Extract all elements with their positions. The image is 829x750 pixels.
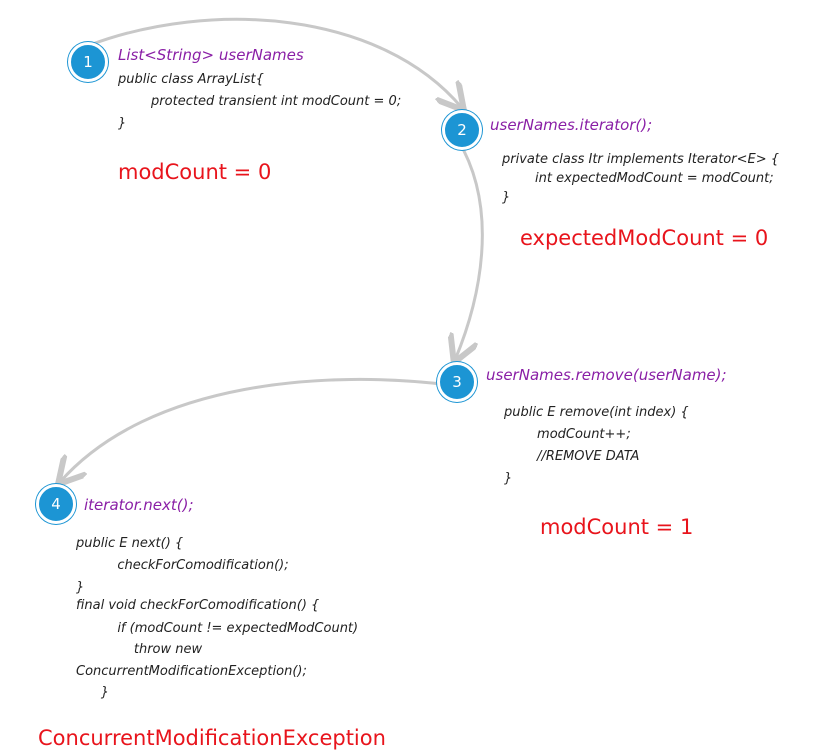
step-2-code-line-2: int expectedModCount = modCount; xyxy=(502,171,774,186)
arrow-1-to-2 xyxy=(89,17,462,108)
step-4-title: iterator.next(); xyxy=(84,496,194,514)
step-2-value: expectedModCount = 0 xyxy=(520,226,769,250)
step-4-code-line-3: } xyxy=(76,580,85,595)
step-1-code-line-1: public class ArrayList{ xyxy=(118,72,264,87)
step-4-code-line-4: final void checkForComodification() { xyxy=(76,598,320,613)
step-4-badge: 4 xyxy=(36,484,76,524)
step-3-badge: 3 xyxy=(437,362,477,402)
step-4-code-line-1: public E next() { xyxy=(76,536,184,551)
result-exception: ConcurrentModificationException xyxy=(38,726,386,750)
step-4-code-line-6: throw new xyxy=(76,642,203,657)
step-3-code-line-4: } xyxy=(504,471,513,486)
step-1-code-line-2: protected transient int modCount = 0; xyxy=(118,94,402,109)
step-1-badge: 1 xyxy=(68,42,108,82)
step-2-title: userNames.iterator(); xyxy=(490,116,653,134)
step-3-code-line-2: modCount++; xyxy=(504,427,631,442)
step-4-code-line-7: ConcurrentModificationException(); xyxy=(76,664,307,679)
arrow-3-to-4 xyxy=(60,377,451,482)
step-2-badge: 2 xyxy=(442,110,482,150)
step-4-code-line-8: } xyxy=(76,685,110,700)
step-1-title: List<String> userNames xyxy=(118,46,304,64)
step-1-value: modCount = 0 xyxy=(118,160,272,184)
step-4-code-line-2: checkForComodification(); xyxy=(76,558,289,573)
step-4-code-line-5: if (modCount != expectedModCount) xyxy=(76,621,359,636)
step-2-code-line-3: } xyxy=(502,190,511,205)
step-2-code-line-1: private class Itr implements Iterator<E>… xyxy=(502,152,779,167)
step-1-code-line-3: } xyxy=(118,116,127,131)
step-3-title: userNames.remove(userName); xyxy=(486,366,727,384)
step-3-code-line-3: //REMOVE DATA xyxy=(504,449,640,464)
step-3-value: modCount = 1 xyxy=(540,515,694,539)
arrow-2-to-3 xyxy=(455,139,484,360)
step-3-code-line-1: public E remove(int index) { xyxy=(504,405,689,420)
